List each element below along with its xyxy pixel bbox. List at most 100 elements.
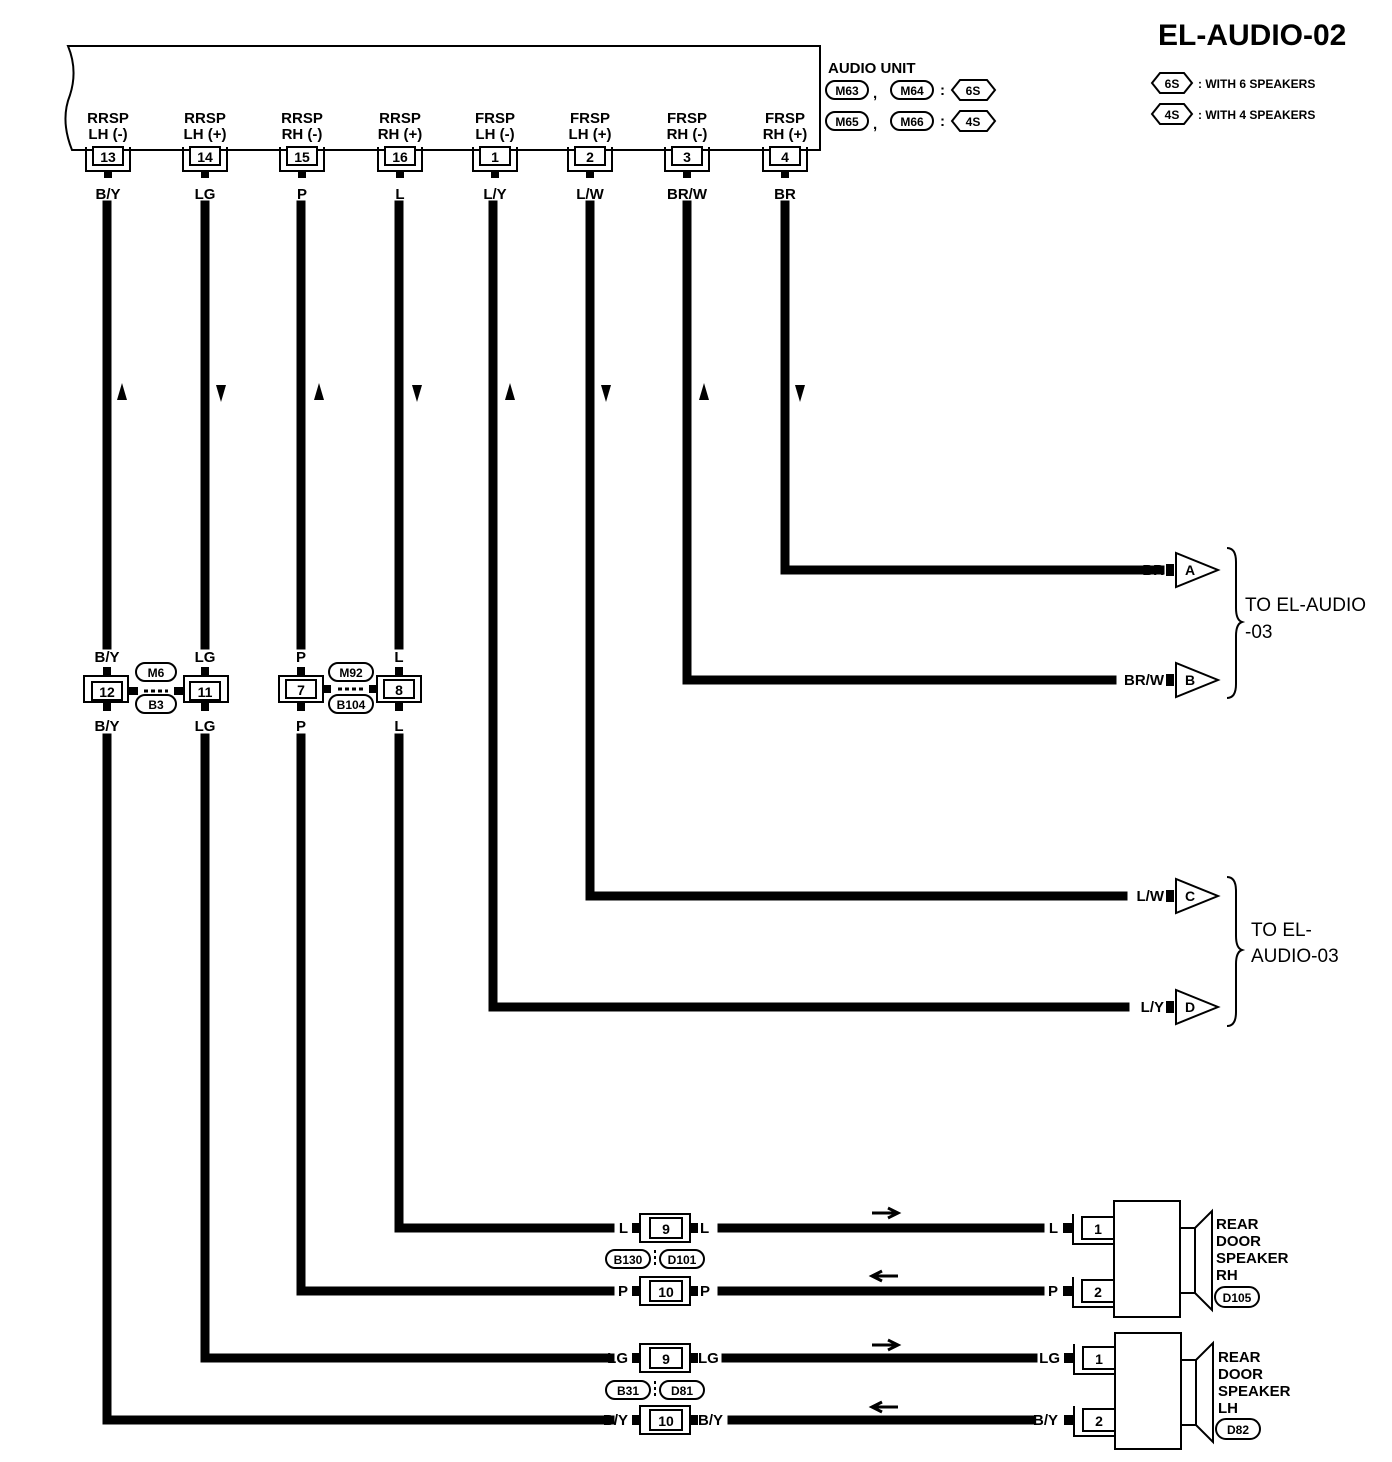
connector-oval [825, 80, 869, 100]
pin-stub [781, 171, 789, 178]
pin-box [92, 146, 124, 166]
legend-tag-6s-shape [1150, 72, 1194, 94]
connector-frame [639, 1343, 691, 1373]
connector-m65: M65 [835, 115, 859, 129]
wire-color: L [394, 649, 403, 666]
pin-stub [683, 171, 691, 178]
pin-stub [395, 702, 403, 711]
pin-stub [632, 1415, 640, 1425]
pin-stub [323, 685, 331, 693]
arrow-right-icon [872, 1206, 902, 1220]
speaker-label: DOOR [1216, 1233, 1261, 1250]
terminal-1: FRSP LH (-) 1 L/Y [472, 110, 518, 400]
terminal-name: RRSP [379, 110, 421, 127]
pin-number: 13 [100, 149, 116, 165]
pin-stub [104, 171, 112, 178]
terminal-name: FRSP [667, 110, 707, 127]
arrow-left-icon [868, 1269, 898, 1283]
pin-stub [632, 1353, 640, 1363]
wire-color: L [394, 718, 403, 735]
connector-oval [135, 694, 177, 714]
pin-stub [690, 1415, 698, 1425]
legend-4s: 4S : WITH 4 SPEAKERS [1150, 103, 1315, 125]
destination-ab-line2: -03 [1245, 622, 1272, 643]
pin-stub [201, 702, 209, 711]
wire-color: B/Y [95, 186, 120, 203]
offpage-d: L/Y D [1141, 988, 1221, 1026]
offpage-arrow-icon [1175, 877, 1221, 915]
arrow-up-icon [505, 383, 515, 400]
pin-stub [690, 1286, 698, 1296]
wire-color: L/Y [483, 186, 506, 203]
pin-stub [1064, 1415, 1074, 1425]
wire-l-lower [394, 733, 615, 1233]
pin-number: 2 [1095, 1413, 1103, 1429]
pin-stub [1166, 1001, 1174, 1013]
connector-frame [639, 1276, 691, 1306]
pin-box [671, 146, 703, 166]
connector-ref-d81: D81 [671, 1384, 693, 1398]
connector-oval [135, 662, 177, 682]
terminal-name: RRSP [87, 110, 129, 127]
pin-stub [586, 171, 594, 178]
wire-color: BR [1142, 562, 1164, 579]
connector-oval [605, 1380, 651, 1400]
legend-tag-6s: 6S [1165, 77, 1180, 91]
wire-color: P [297, 186, 307, 203]
pin-box [189, 681, 221, 701]
connector-frame [83, 675, 129, 703]
legend-text-6s: : WITH 6 SPEAKERS [1198, 77, 1315, 91]
pin-number: 11 [198, 684, 213, 700]
pin-box [649, 1409, 683, 1431]
pin-stub [632, 1286, 640, 1296]
pin-stub [201, 171, 209, 178]
destination-cd-line1: TO EL- [1251, 920, 1312, 941]
wire-color: L [1049, 1220, 1058, 1237]
pin-box [285, 679, 317, 699]
arrow-down-icon [216, 385, 226, 402]
pin-number: 10 [658, 1284, 674, 1300]
terminal-name: FRSP [475, 110, 515, 127]
tag-4s: 4S [966, 115, 981, 129]
wire-color: B/Y [94, 649, 119, 666]
connector-frame [1072, 1277, 1117, 1308]
pin-number: 2 [586, 149, 594, 165]
pin-stub [632, 1223, 640, 1233]
connector-ref-d101: D101 [668, 1253, 697, 1267]
wire-color: P [296, 649, 306, 666]
connector-frame [639, 1213, 691, 1243]
tag-6s: 6S [966, 84, 981, 98]
wire-color: L/W [1137, 888, 1165, 905]
wire-lg-lower [200, 733, 615, 1363]
connector-ref-b31: B31 [617, 1384, 639, 1398]
pin-box [769, 146, 801, 166]
pin-box [383, 679, 415, 699]
wire-color: LG [1039, 1350, 1060, 1367]
connector-m64: M64 [900, 84, 924, 98]
connector-m63: M63 [835, 84, 859, 98]
speaker-label: REAR [1218, 1349, 1261, 1366]
wire-br-w [682, 200, 1117, 685]
wire-color: LG [607, 1350, 628, 1367]
wire-color: LG [195, 718, 216, 735]
legend-tag-4s-shape [1150, 103, 1194, 125]
connector-ref-m92: M92 [339, 666, 363, 680]
door-connector-lh: LG 9 LG B31 D81 B/Y 10 B/Y [603, 1338, 902, 1435]
offpage-letter: B [1185, 672, 1195, 688]
arrow-up-icon [699, 383, 709, 400]
rear-door-speaker-rh: L 1 P 2 REAR DOOR SPEAKER RH D105 [1048, 1200, 1289, 1318]
terminal-function: RH (+) [378, 126, 423, 143]
wires-front [488, 200, 1165, 1012]
pin-stub [690, 1353, 698, 1363]
pin-number: 3 [683, 149, 691, 165]
terminal-3: FRSP RH (-) 3 BR/W [664, 110, 710, 400]
arrow-right-icon [872, 1338, 902, 1352]
speaker-label: SPEAKER [1218, 1383, 1291, 1400]
wire-color: L/Y [1141, 999, 1164, 1016]
tag-shape [950, 110, 997, 132]
connector-ref-b3: B3 [148, 698, 164, 712]
terminal-15: RRSP RH (-) 15 P [279, 110, 325, 400]
pin-stub [128, 687, 138, 695]
connector-oval [825, 111, 869, 131]
